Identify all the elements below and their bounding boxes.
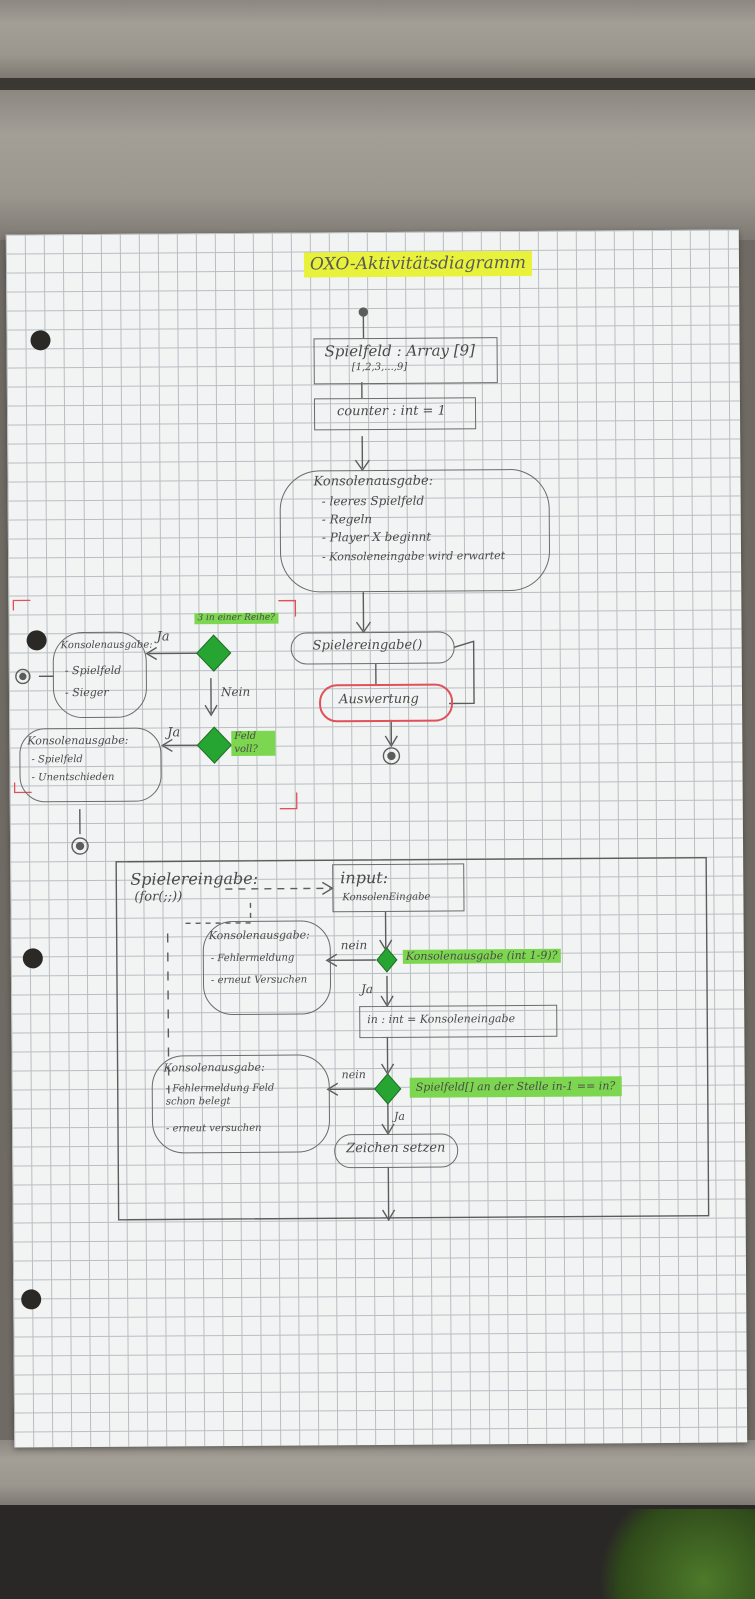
intro-item-3: - Konsoleneingabe wird erwartet — [321, 549, 506, 564]
draw-output-label: Konsolenausgabe: — [27, 733, 129, 748]
flow-connectors — [12, 307, 710, 1222]
error1-item-0: - Fehlermeldung — [210, 952, 295, 965]
bench-plank-middle — [0, 90, 755, 240]
error2-item-1: - erneut versuchen — [165, 1122, 262, 1135]
grass-patch — [585, 1509, 755, 1599]
win-item-0: - Spielfeld — [64, 663, 122, 678]
sub-activity-header-sub: (for(;;)) — [134, 889, 183, 905]
input-label: input: — [340, 867, 389, 888]
error2-item-0: - Fehlermeldung Feld schon belegt — [165, 1082, 275, 1107]
diagram-title: OXO-Aktivitätsdiagramm — [303, 250, 533, 278]
draw-sign-label: Zeichen setzen — [346, 1140, 446, 1157]
error1-item-1: - erneut Versuchen — [210, 974, 308, 987]
bench-gap — [0, 78, 755, 90]
evaluation-label: Auswertung — [338, 691, 419, 708]
win-item-1: - Sieger — [64, 685, 109, 700]
win-output-label: Konsolenausgabe: — [60, 639, 153, 652]
array-label: Spielfeld : Array [9] — [324, 341, 476, 361]
full-condition-label: Feld voll? — [231, 730, 276, 757]
assign-label: in : int = Konsoleneingabe — [367, 1012, 516, 1027]
bench-plank-bottom — [0, 1440, 755, 1505]
occupied-yes-label: Ja — [393, 1109, 405, 1123]
win-yes-label: Ja — [156, 629, 170, 645]
win-condition-label: 3 in einer Reihe? — [194, 612, 279, 625]
range-no-label: nein — [340, 938, 368, 953]
range-condition-label: Konsolenausgabe (int 1-9)? — [402, 948, 561, 964]
draw-item-0: - Spielfeld — [31, 754, 83, 766]
draw-item-1: - Unentschieden — [31, 771, 115, 784]
error1-output-label: Konsolenausgabe: — [208, 928, 310, 943]
sub-activity-header: Spielereingabe: — [130, 868, 259, 889]
range-yes-label: Ja — [361, 982, 374, 997]
full-yes-label: Ja — [167, 725, 181, 741]
intro-item-1: - Regeln — [321, 512, 373, 527]
input-sub-label: KonsolenEingabe — [342, 891, 431, 904]
error2-output-label: Konsolenausgabe: — [163, 1060, 265, 1075]
win-no-label: Nein — [220, 684, 251, 700]
intro-item-0: - leeres Spielfeld — [321, 493, 425, 509]
counter-label: counter : int = 1 — [336, 403, 446, 420]
intro-output-label: Konsolenausgabe: — [313, 473, 434, 490]
intro-item-2: - Player X beginnt — [321, 529, 432, 545]
player-input-label: Spielereingabe() — [312, 637, 423, 654]
array-sub-label: [1,2,3,...,9] — [351, 361, 408, 374]
bench-plank-top — [0, 0, 755, 78]
occupied-condition-label: Spielfeld[] an der Stelle in-1 == in? — [409, 1076, 622, 1098]
occupied-no-label: nein — [341, 1068, 366, 1082]
grid-paper-sheet: OXO-Aktivitätsdiagramm Spielfeld : Array… — [5, 229, 748, 1448]
